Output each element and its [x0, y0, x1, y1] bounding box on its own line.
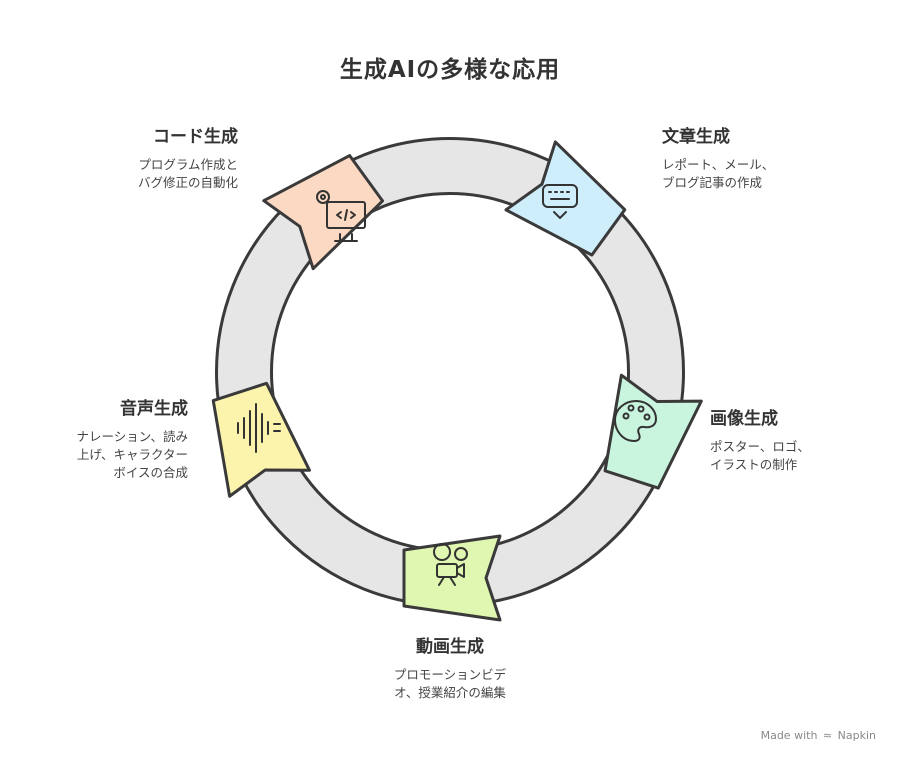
block-image: [603, 373, 703, 490]
segment-label-text: 文章生成: [662, 127, 730, 147]
brand-name: Napkin: [837, 729, 876, 742]
desc-line: ブログ記事の作成: [662, 175, 763, 190]
keyboard-icon: [542, 184, 578, 219]
code-gear-monitor-icon: [316, 190, 366, 242]
desc-line: オ、授業紹介の編集: [394, 685, 506, 700]
segment-label-image: 画像生成: [710, 409, 778, 429]
desc-line: バグ修正の自動化: [137, 175, 238, 190]
video-camera-icon: [433, 543, 468, 586]
block-code: [262, 154, 385, 271]
desc-line: プロモーションビデ: [393, 667, 507, 682]
segment-desc-text: レポート、メール、 ブログ記事の作成: [662, 156, 774, 192]
desc-line: 上げ、キャラクター: [76, 447, 188, 462]
segment-label-audio: 音声生成: [120, 399, 188, 419]
made-with-footer: Made with ≈ Napkin: [761, 729, 876, 742]
segment-desc-video: プロモーションビデ オ、授業紹介の編集: [350, 666, 550, 702]
diagram-title: 生成AIの多様な応用: [339, 57, 561, 83]
desc-line: プログラム作成と: [138, 157, 238, 172]
napkin-logo-icon: ≈: [822, 729, 833, 742]
desc-line: ポスター、ロゴ、: [710, 439, 810, 454]
segment-desc-audio: ナレーション、読み 上げ、キャラクター ボイスの合成: [76, 428, 188, 482]
segment-label-code: コード生成: [153, 127, 238, 147]
desc-line: レポート、メール、: [662, 157, 775, 172]
desc-line: ボイスの合成: [113, 465, 188, 480]
palette-icon: [614, 400, 657, 442]
sound-wave-icon: [237, 403, 281, 453]
desc-line: イラストの制作: [710, 457, 798, 472]
made-with-text: Made with: [760, 729, 818, 742]
segment-desc-image: ポスター、ロゴ、 イラストの制作: [710, 438, 810, 474]
segment-desc-code: プログラム作成と バグ修正の自動化: [138, 156, 238, 192]
segment-label-video: 動画生成: [416, 637, 484, 657]
desc-line: ナレーション、読み: [76, 429, 188, 444]
